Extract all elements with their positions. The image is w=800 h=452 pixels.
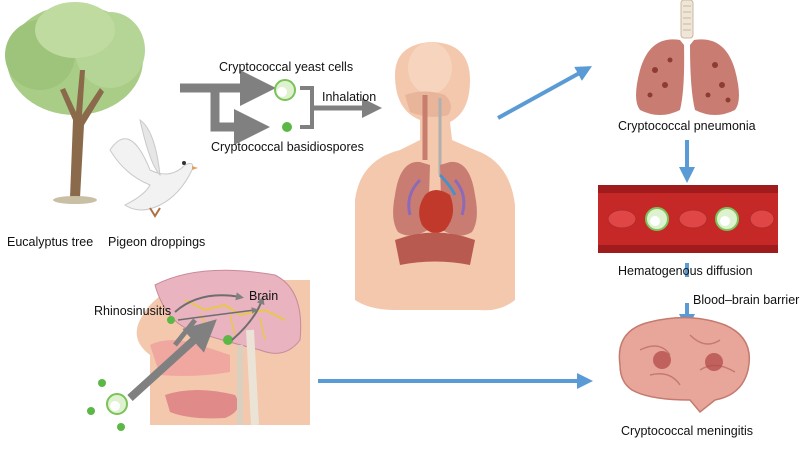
blood-vessel-icon — [598, 185, 778, 253]
blood-brain-barrier-label: Blood–brain barrier — [693, 293, 800, 307]
source-arrows — [180, 70, 276, 145]
eucalyptus-tree-label: Eucalyptus tree — [7, 235, 94, 249]
hematogenous-label: Hematogenous diffusion — [618, 264, 753, 278]
yeast-cell-icon — [274, 79, 296, 101]
meningitis-label: Cryptococcal meningitis — [621, 424, 753, 438]
head-cross-section-icon — [127, 269, 310, 426]
human-torso-icon — [355, 42, 515, 311]
pneumonia-label: Cryptococcal pneumonia — [618, 119, 756, 133]
inhaled-spores-icon — [87, 379, 128, 431]
basidiospores-label: Cryptococcal basidiospores — [211, 140, 364, 154]
infected-lungs-icon — [636, 0, 739, 115]
pigeon-droppings-label: Pigeon droppings — [108, 235, 206, 249]
rhinosinusitis-label: Rhinosinusitis — [94, 304, 172, 318]
basidiospore-icon — [282, 122, 292, 132]
pigeon-icon — [109, 118, 198, 218]
inhalation-label: Inhalation — [322, 90, 377, 104]
yeast-cells-label: Cryptococcal yeast cells — [219, 60, 354, 74]
brain-icon — [618, 316, 750, 414]
inhalation-arrow — [300, 86, 382, 129]
eucalyptus-tree-icon — [5, 2, 145, 204]
brain-label: Brain — [249, 289, 279, 303]
